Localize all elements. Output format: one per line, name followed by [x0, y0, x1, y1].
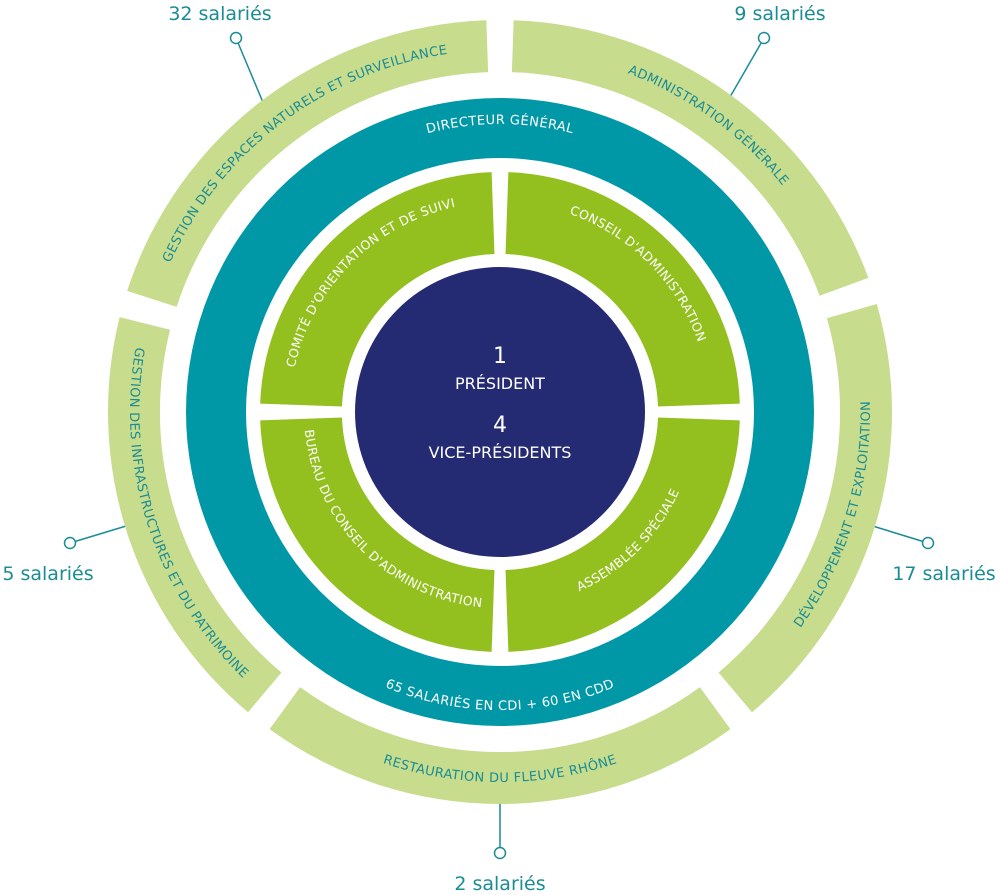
- president-label: PRÉSIDENT: [455, 374, 545, 393]
- conseil-segment: [505, 172, 740, 407]
- staff-counts: 32 salariés 9 salariés 17 salariés 2 sal…: [2, 3, 995, 895]
- dept-infrastructures-segment: [107, 317, 282, 713]
- staff-count-infrastructures: 5 salariés: [2, 563, 93, 585]
- staff-count-restauration: 2 salariés: [454, 873, 545, 895]
- outer-ring: [107, 20, 892, 805]
- president-count: 1: [493, 344, 507, 369]
- dept-espaces-segment: [127, 20, 489, 307]
- connector-dot-restauration: [493, 846, 507, 860]
- president-circle: [355, 267, 645, 557]
- staff-count-developpement: 17 salariés: [892, 563, 995, 585]
- connector-dot-espaces: [229, 31, 243, 45]
- center-text: 1 PRÉSIDENT 4 VICE-PRÉSIDENTS: [429, 344, 572, 462]
- dept-restauration-segment: [269, 687, 731, 805]
- dept-administration-segment: [511, 20, 869, 296]
- staff-count-administration: 9 salariés: [734, 3, 825, 25]
- connector-dot-infrastructures: [63, 536, 77, 550]
- connector-dot-administration: [757, 31, 771, 45]
- connector-dot-developpement: [921, 536, 935, 550]
- vp-label: VICE-PRÉSIDENTS: [429, 443, 572, 462]
- assemblee-segment: [505, 417, 740, 652]
- staff-count-espaces: 32 salariés: [168, 3, 271, 25]
- comite-segment: [260, 172, 495, 407]
- vp-count: 4: [493, 413, 507, 438]
- dept-developpement-segment: [718, 303, 892, 713]
- bureau-segment: [260, 417, 495, 652]
- inner-ring: [252, 164, 748, 660]
